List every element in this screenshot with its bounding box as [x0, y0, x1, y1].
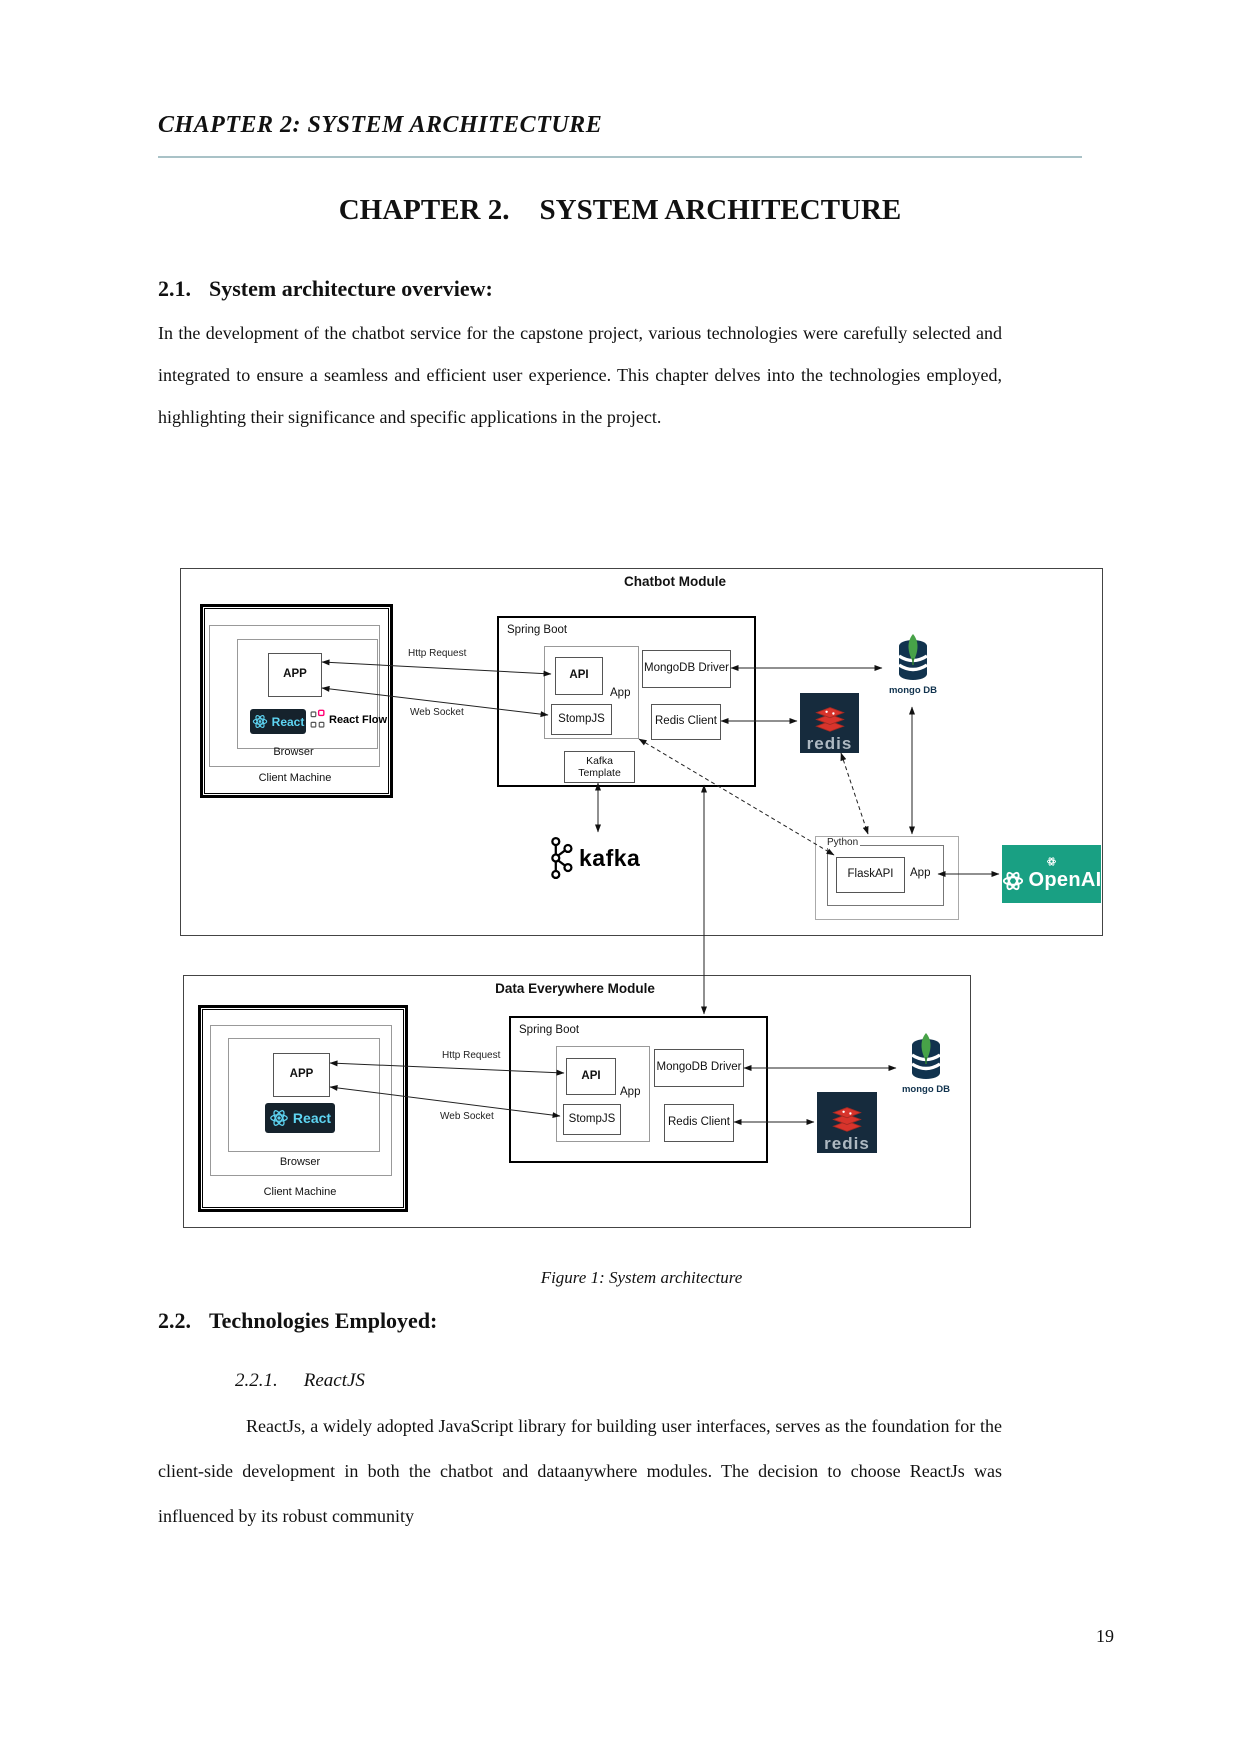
react-flow-icon [310, 709, 325, 728]
section-2-2-heading: 2.2. Technologies Employed: [158, 1308, 437, 1334]
openai-small-icon [1046, 857, 1057, 866]
web-socket-label: Web Socket [410, 707, 464, 718]
chapter-number: CHAPTER 2. [338, 194, 510, 226]
kafka-template-line2: Template [578, 767, 621, 779]
redis-client-label-2: Redis Client [668, 1116, 730, 1129]
react-atom-icon-2 [270, 1110, 288, 1126]
section-2-2-number: 2.2. [158, 1308, 191, 1333]
http-request-label-2: Http Request [442, 1050, 501, 1061]
mongodb-driver-label: MongoDB Driver [644, 662, 729, 675]
http-request-label: Http Request [408, 648, 467, 659]
flask-app-label: App [910, 867, 931, 879]
mongodb-driver-box-2: MongoDB Driver [654, 1049, 744, 1087]
mongodb-driver-box: MongoDB Driver [642, 650, 731, 688]
mongodb-logo-2: mongo DB [898, 1031, 954, 1095]
client-machine-label: Client Machine [258, 772, 332, 784]
section-2-1-number: 2.1. [158, 276, 191, 301]
section-2-2-title: Technologies Employed: [209, 1308, 438, 1333]
header-rule [158, 156, 1082, 158]
mongodb-logo: mongo DB [885, 632, 941, 696]
spring-boot-label: Spring Boot [507, 624, 568, 636]
stompjs-box: StompJS [551, 704, 612, 735]
spring-app-group-label-2: App [620, 1086, 641, 1098]
section-2-2-1-number: 2.2.1. [235, 1370, 278, 1391]
stompjs-label-2: StompJS [568, 1112, 616, 1125]
openai-label: OpenAI [1028, 869, 1102, 891]
react-label: React [271, 714, 305, 729]
app-label-2: APP [289, 1068, 314, 1081]
kafka-template-box: Kafka Template [564, 751, 635, 783]
kafka-label: kafka [579, 844, 641, 871]
redis-client-label: Redis Client [655, 715, 717, 728]
react-label-2: React [292, 1110, 332, 1126]
section-2-1-title: System architecture overview: [209, 276, 493, 301]
api-box-2: API [566, 1058, 616, 1095]
section-2-2-1-heading: 2.2.1. ReactJS [235, 1370, 365, 1392]
flaskapi-label: FlaskAPI [847, 868, 894, 881]
api-label: API [569, 669, 589, 682]
app-label: APP [283, 668, 307, 681]
spring-boot-label-2: Spring Boot [519, 1024, 580, 1036]
redis-logo: redis [800, 693, 859, 753]
app-box: APP [268, 653, 322, 697]
kafka-icon [551, 836, 573, 880]
redis-stack-icon [814, 707, 845, 732]
stompjs-box-2: StompJS [563, 1104, 621, 1135]
chapter-title: CHAPTER 2. SYSTEM ARCHITECTURE [158, 194, 1082, 227]
react-atom-icon [252, 715, 267, 728]
mongodb-cylinder-icon-2 [911, 1033, 941, 1079]
browser-label: Browser [273, 746, 314, 758]
react-flow-logo: React Flow [310, 709, 387, 730]
react-flow-label: React Flow [329, 713, 388, 726]
python-wrapper-box [815, 836, 959, 920]
stompjs-label: StompJS [558, 712, 605, 725]
kafka-template-line1: Kafka [586, 754, 613, 767]
data-everywhere-module-title: Data Everywhere Module [495, 981, 655, 996]
python-label: Python [825, 837, 861, 848]
chapter-name: SYSTEM ARCHITECTURE [539, 194, 902, 226]
browser-label-2: Browser [279, 1156, 321, 1168]
web-socket-label-2: Web Socket [440, 1111, 494, 1122]
react-logo-2: React [265, 1103, 335, 1133]
redis-client-box: Redis Client [651, 704, 721, 740]
client-machine-label-2: Client Machine [263, 1186, 337, 1198]
page-number: 19 [1096, 1626, 1114, 1646]
system-architecture-figure: Chatbot Module APP React React Flow Brow… [180, 568, 1103, 1230]
app-box-2: APP [273, 1053, 330, 1097]
flaskapi-box: FlaskAPI [836, 857, 905, 893]
figure-caption: Figure 1: System architecture [540, 1268, 743, 1287]
mongodb-driver-label-2: MongoDB Driver [656, 1061, 742, 1074]
kafka-logo: kafka [548, 834, 640, 882]
api-box: API [555, 657, 603, 695]
redis-label: redis [806, 734, 853, 753]
spring-app-group-label: App [610, 687, 631, 699]
section-2-2-1-title: ReactJS [303, 1370, 365, 1391]
running-header: CHAPTER 2: SYSTEM ARCHITECTURE [158, 112, 603, 138]
openai-logo: OpenAI [1002, 845, 1101, 903]
mongodb-label-2: mongo DB [901, 1084, 951, 1095]
chatbot-module-title: Chatbot Module [624, 574, 726, 589]
redis-label-2: redis [824, 1134, 870, 1153]
redis-stack-icon-2 [832, 1107, 862, 1132]
section-2-1-paragraph: In the development of the chatbot servic… [158, 323, 1002, 427]
openai-flower-icon [1002, 871, 1023, 890]
redis-client-box-2: Redis Client [664, 1104, 734, 1142]
section-2-2-paragraph: ReactJs, a widely adopted JavaScript lib… [158, 1416, 1002, 1526]
mongodb-label: mongo DB [888, 685, 938, 696]
section-2-1-heading: 2.1. System architecture overview: [158, 276, 493, 302]
redis-logo-2: redis [817, 1092, 877, 1153]
api-label-2: API [581, 1069, 601, 1082]
mongodb-cylinder-icon [898, 634, 928, 680]
react-logo: React [250, 709, 306, 734]
